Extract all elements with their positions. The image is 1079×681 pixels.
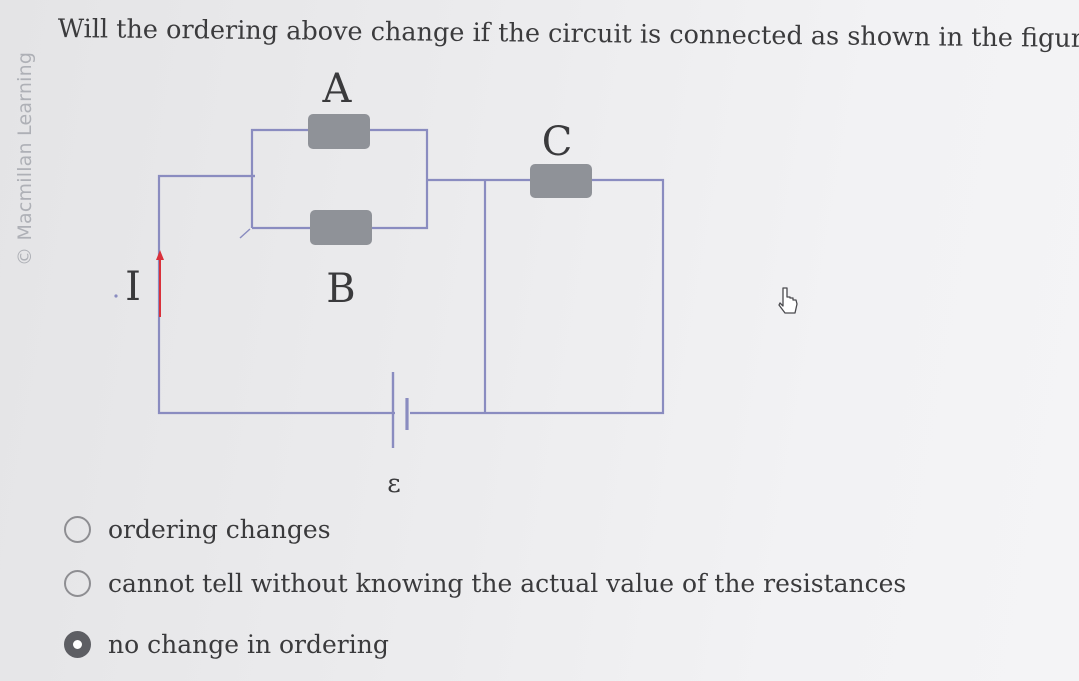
battery (391, 372, 409, 448)
radio-button-unselected[interactable] (64, 516, 91, 543)
choice-cannot-tell[interactable]: cannot tell without knowing the actual v… (64, 569, 906, 598)
label-emf: ε (387, 469, 400, 499)
current-arrow (156, 250, 164, 317)
copyright-watermark: © Macmillan Learning (14, 51, 36, 266)
resistor-b (310, 210, 372, 245)
choice-ordering-changes[interactable]: ordering changes (64, 515, 331, 544)
current-dot (114, 294, 118, 298)
choice-label: ordering changes (108, 515, 331, 544)
resistor-a (308, 114, 370, 149)
choice-label: no change in ordering (108, 630, 389, 659)
choice-no-change[interactable]: no change in ordering (64, 630, 389, 659)
radio-button-unselected[interactable] (64, 570, 91, 597)
pointer-cursor-icon (778, 287, 798, 314)
wire-tick-mark (239, 228, 251, 239)
label-b: B (326, 266, 355, 312)
resistor-c (530, 164, 592, 198)
choice-label: cannot tell without knowing the actual v… (108, 569, 907, 598)
wire-top-right (410, 178, 665, 415)
label-a: A (322, 66, 353, 112)
label-c: C (542, 119, 573, 165)
question-text: Will the ordering above change if the ci… (57, 14, 1079, 55)
label-current: I (125, 264, 141, 310)
circuit-diagram: A C B I ε (114, 66, 665, 499)
radio-button-selected[interactable] (64, 631, 91, 658)
